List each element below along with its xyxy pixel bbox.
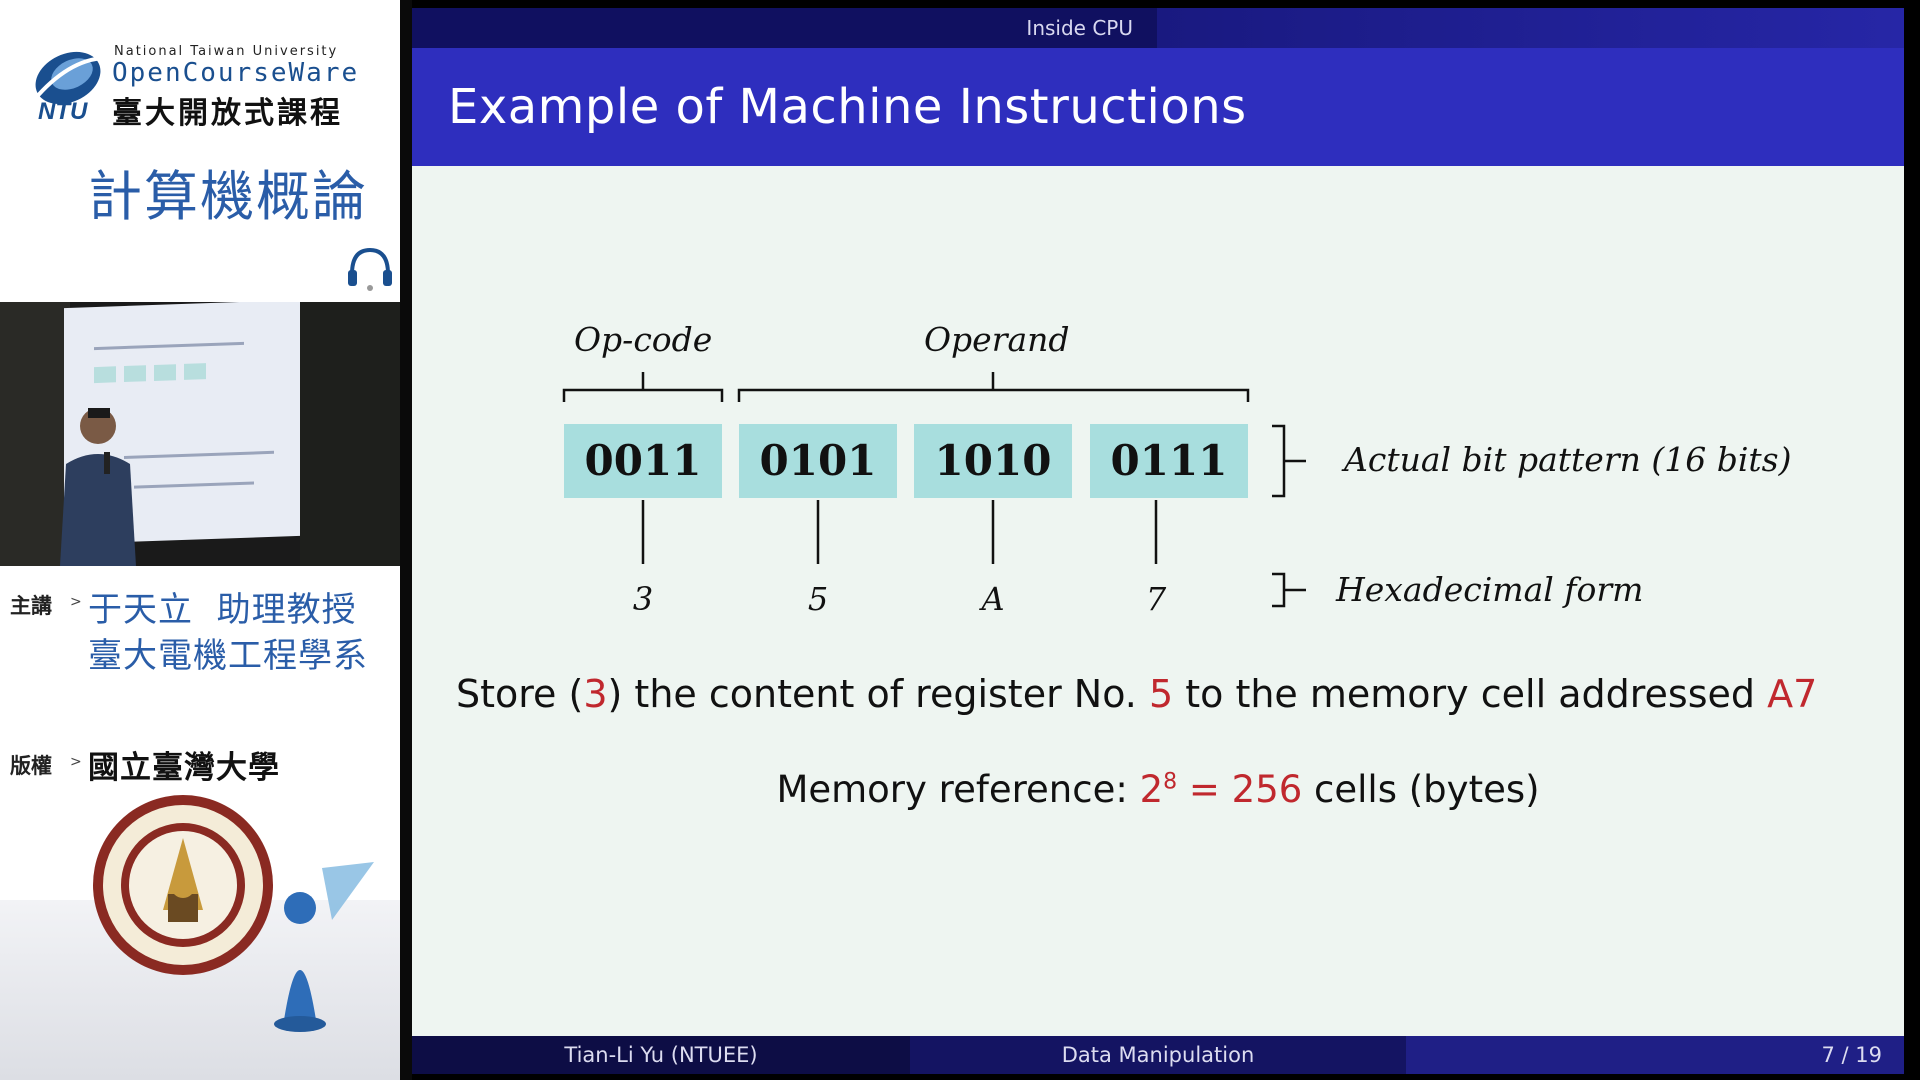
instruction-diagram-lines	[562, 372, 1306, 608]
presentation-slide: Inside CPU Example of Machine Instructio…	[412, 8, 1904, 1074]
section-name: Inside CPU	[1026, 16, 1133, 40]
lecturer-name: 于天立 助理教授	[88, 590, 357, 630]
hex-form-label: Hexadecimal form	[1336, 570, 1644, 609]
ocw-sidebar: National Taiwan University OpenCourseWar…	[0, 0, 400, 1080]
hex-digit-address-low: 7	[1145, 580, 1167, 618]
ntu-seal-icon	[93, 795, 273, 975]
memory-power: 28 = 256	[1139, 768, 1303, 811]
sidebar-divider	[400, 0, 412, 1080]
opcode-highlight: 3	[583, 672, 608, 716]
bit-group-register: 0101	[739, 424, 897, 498]
slide-navigation-bar: Inside CPU	[412, 8, 1904, 48]
ntu-wordmark: NTU	[38, 98, 88, 125]
register-highlight: 5	[1148, 672, 1174, 716]
lecturer-figure	[60, 408, 136, 566]
footer-topic: Data Manipulation	[910, 1036, 1406, 1074]
copyright-label: 版權	[10, 754, 52, 778]
lecturer-department: 臺大電機工程學系	[88, 636, 368, 676]
ocw-brand-name: OpenCourseWare	[112, 58, 360, 88]
slide-title: Example of Machine Instructions	[448, 79, 1247, 135]
ocw-chinese-name: 臺大開放式課程	[112, 96, 343, 131]
hex-digit-address-high: A	[981, 580, 1005, 618]
copyright-organization: 國立臺灣大學	[88, 750, 280, 786]
hex-digit-opcode: 3	[632, 580, 654, 618]
footer-page-number: 7 / 19	[1406, 1036, 1904, 1074]
slide-title-bar	[412, 48, 1904, 166]
bit-group-address-high: 1010	[914, 424, 1072, 498]
ocw-globe-logo-icon	[32, 51, 105, 105]
opcode-label: Op-code	[574, 320, 713, 359]
lecturer-label: 主講	[10, 594, 52, 618]
bit-pattern-label: Actual bit pattern (16 bits)	[1344, 440, 1792, 479]
copyright-arrow-icon: >	[70, 754, 82, 770]
slide-footer: Tian-Li Yu (NTUEE) Data Manipulation 7 /…	[412, 1036, 1904, 1074]
chess-pawn-icon	[274, 862, 374, 1032]
footer-author: Tian-Li Yu (NTUEE)	[412, 1036, 910, 1074]
operand-label: Operand	[924, 320, 1070, 359]
lecture-video-feed	[0, 302, 400, 566]
bit-group-address-low: 0111	[1090, 424, 1248, 498]
instruction-explanation: Store (3) the content of register No. 5 …	[456, 672, 1818, 716]
ocw-university-name: National Taiwan University	[114, 44, 339, 59]
headphone-icon	[348, 247, 392, 291]
hex-digit-register: 5	[807, 580, 829, 618]
address-highlight: A7	[1767, 672, 1818, 716]
bit-group-opcode: 0011	[564, 424, 722, 498]
lecturer-arrow-icon: >	[70, 594, 82, 610]
course-title: 計算機概論	[88, 165, 368, 228]
memory-reference-line: Memory reference: 28 = 256 cells (bytes)	[776, 768, 1540, 811]
